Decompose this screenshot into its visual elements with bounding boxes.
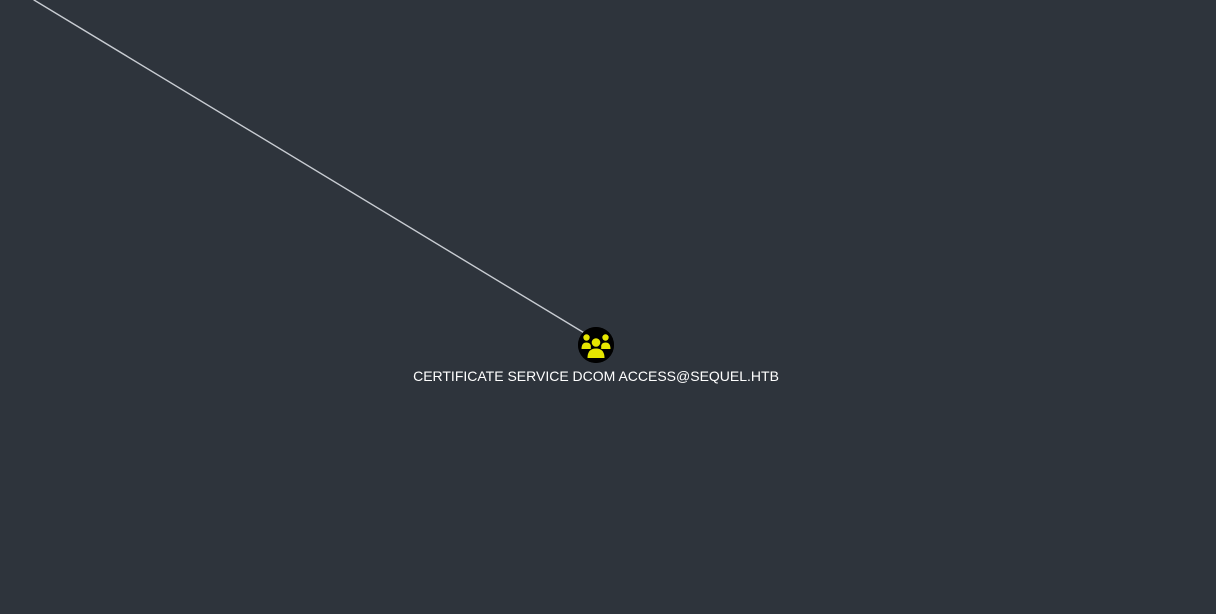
node-label[interactable]: CERTIFICATE SERVICE DCOM ACCESS@SEQUEL.H…	[413, 368, 779, 384]
users-group-icon	[578, 327, 614, 363]
graph-edge[interactable]	[33, 0, 587, 335]
group-node[interactable]	[578, 327, 614, 363]
